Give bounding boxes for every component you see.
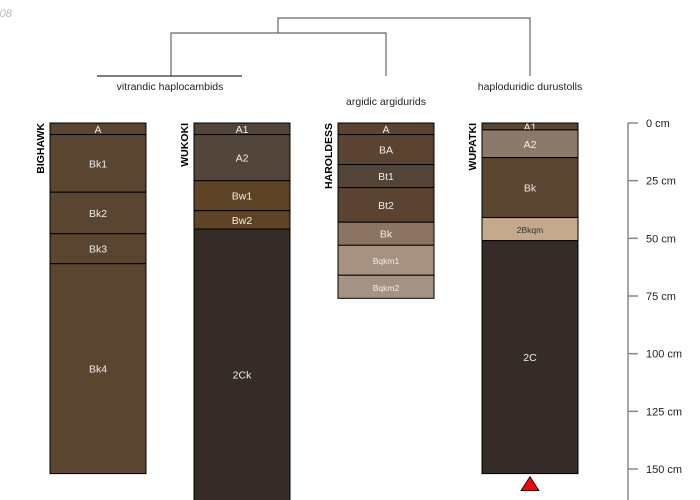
corner-date-text: -08 (0, 8, 13, 20)
horizon-label: BA (379, 145, 393, 157)
horizon (337, 187, 435, 223)
horizon-label: Bt1 (378, 171, 394, 183)
horizon-label: Bk3 (89, 244, 107, 256)
horizon (49, 233, 147, 265)
horizon-label: A (94, 124, 101, 136)
axis-tick-label: 50 cm (646, 233, 676, 245)
dendrogram-left-branch (170, 32, 387, 76)
dendrogram (97, 17, 531, 77)
horizon (49, 134, 147, 193)
profile-name: HAROLDESS (323, 123, 335, 189)
horizon-label: Bk1 (89, 158, 107, 170)
horizon-label: A1 (236, 124, 249, 136)
horizon-label: A2 (524, 139, 537, 151)
taxon-label-middle: argidic argidurids (346, 96, 426, 108)
horizon (49, 263, 147, 475)
horizon-label: Bqkm1 (373, 256, 400, 266)
axis-tick-label: 125 cm (646, 406, 682, 418)
axis-tick-label: 150 cm (646, 464, 682, 476)
horizon-label: Bqkm2 (373, 283, 400, 293)
axis-tick-label: 25 cm (646, 176, 676, 188)
horizon-label: Bw1 (232, 191, 253, 203)
horizon-label: 2Ck (233, 369, 252, 381)
horizon (193, 134, 291, 182)
taxon-label-left: vitrandic haplocambids (117, 81, 224, 93)
horizon-label: Bk2 (89, 208, 107, 220)
axis-tick-label: 100 cm (646, 349, 682, 361)
horizon (481, 240, 579, 475)
profile-name: WUPATKI (467, 123, 479, 171)
horizon-label: 2C (523, 352, 537, 364)
horizon-label: Bw2 (232, 215, 253, 227)
dendrogram-root-branch (277, 17, 531, 76)
horizon (481, 157, 579, 219)
profile-name: BIGHAWK (35, 123, 47, 174)
horizon (337, 244, 435, 276)
horizon (193, 228, 291, 500)
horizon-label: A (382, 124, 389, 136)
horizon-label: Bt2 (378, 200, 394, 212)
horizon (337, 134, 435, 166)
axis-tick-label: 0 cm (646, 118, 670, 130)
horizon-label: A2 (236, 153, 249, 165)
horizon (481, 129, 579, 159)
depth-axis: 0 cm 25 cm 50 cm 75 cm 100 cm 125 cm 150 cm (627, 118, 682, 500)
horizon (337, 274, 435, 299)
taxon-label-right: haploduridic durustolls (478, 81, 582, 93)
horizon-label: 2Bkqm (517, 225, 543, 235)
bottom-marker-triangle (520, 475, 540, 492)
axis-tick-label: 75 cm (646, 291, 676, 303)
horizon-label: Bk (380, 229, 393, 241)
horizon-label: Bk (524, 183, 537, 195)
profile-name: WUKOKI (179, 123, 191, 167)
horizon-label: Bk4 (89, 364, 107, 376)
